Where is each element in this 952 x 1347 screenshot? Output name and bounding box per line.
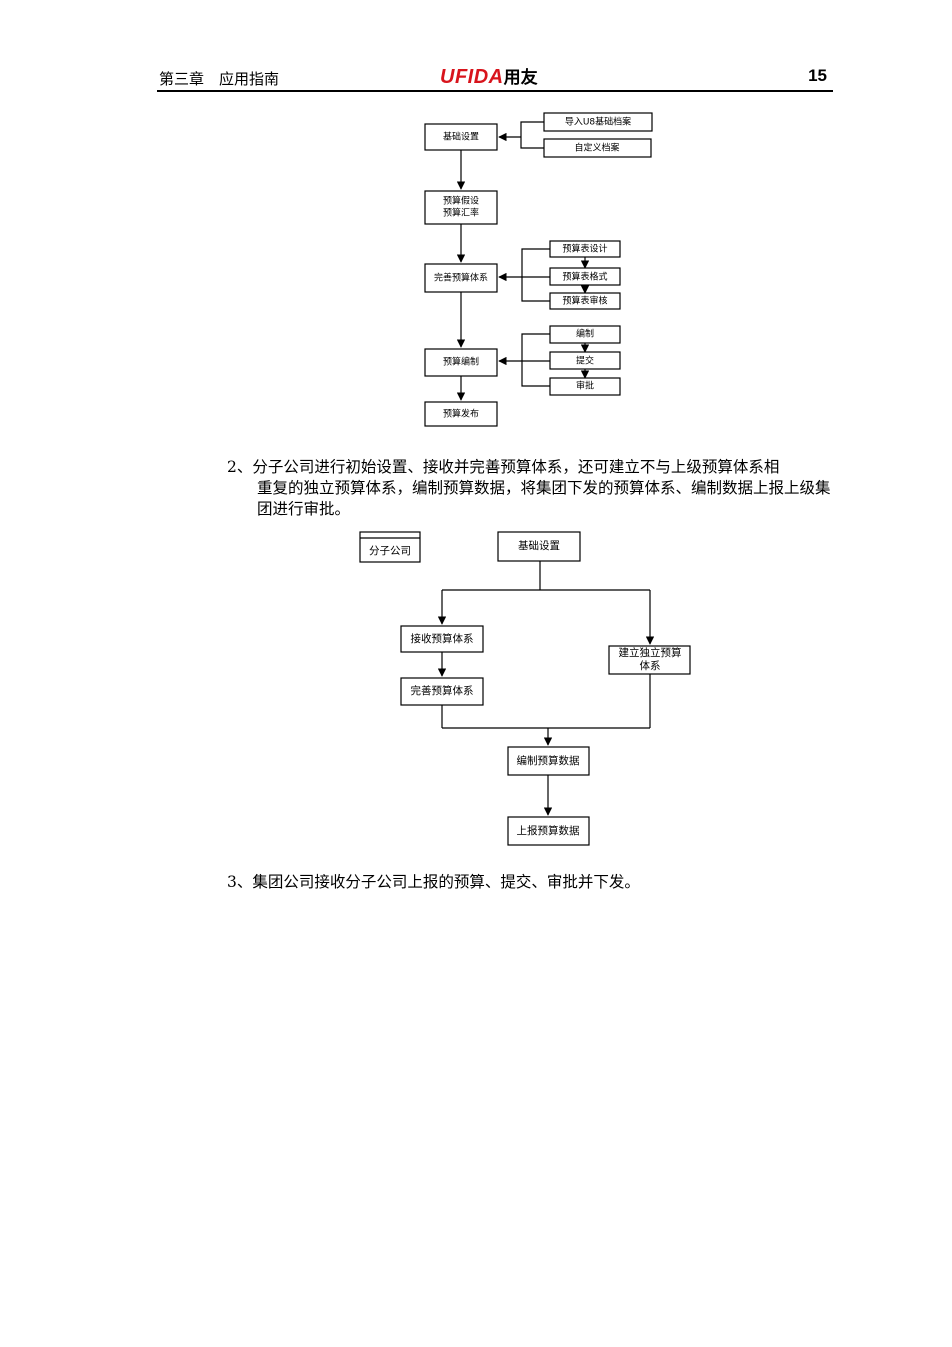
fc1-label-edit: 编制 (576, 328, 594, 340)
fc1-label-assume-2: 预算汇率 (443, 207, 479, 219)
fc1-node-approve (549, 377, 621, 396)
fc1-label-submit: 提交 (576, 355, 594, 367)
fc2-label-legend: 分子公司 (369, 545, 411, 557)
fc1-node-import (543, 112, 653, 132)
fc2-node-compile-data (507, 746, 590, 776)
fc2-legend-box (359, 531, 421, 563)
fc1-node-table-format (549, 267, 621, 286)
fc1-node-edit (549, 325, 621, 344)
logo-latin: UFIDA (440, 66, 504, 88)
fc2-label-receive: 接收预算体系 (411, 632, 474, 645)
paragraph-2: 2、分子公司进行初始设置、接收并完善预算体系，还可建立不与上级预算体系相 重复的… (227, 457, 837, 520)
fc2-label-base: 基础设置 (518, 539, 560, 552)
fc1-node-table-audit (549, 292, 621, 310)
fc2-label-compile-data: 编制预算数据 (517, 754, 580, 767)
fc1-label-approve: 审批 (576, 380, 594, 392)
fc1-node-submit (549, 351, 621, 370)
fc1-label-table-audit: 预算表审核 (562, 295, 607, 307)
fc1-node-assume (424, 190, 498, 225)
fc2-node-improve (400, 677, 484, 706)
fc2-label-improve: 完善预算体系 (411, 684, 474, 697)
logo-chinese: 用友 (503, 68, 538, 87)
chapter-title: 第三章 应用指南 (159, 70, 280, 88)
fc1-label-table-design: 预算表设计 (562, 243, 607, 255)
page-header: 第三章 应用指南 UFIDA用友 15 (157, 62, 833, 92)
fc1-label-table-format: 预算表格式 (562, 271, 607, 283)
fc1-label-base: 基础设置 (443, 131, 479, 143)
subsidiary-flowchart: 分子公司 基础设置 接收预算体系 完善预算体系 建立独立预算 体系 编制预算数据… (359, 531, 691, 846)
fc1-label-compile: 预算编制 (443, 356, 479, 368)
fc2-node-receive (400, 625, 484, 653)
fc2-label-independent-2: 体系 (640, 660, 661, 672)
fc2-node-independent (608, 645, 691, 675)
fc1-label-assume-1: 预算假设 (443, 195, 479, 207)
fc1-node-table-design (549, 240, 621, 258)
fc2-node-report-data (507, 816, 590, 846)
fc1-label-system: 完善预算体系 (434, 272, 488, 284)
fc1-label-publish: 预算发布 (443, 408, 479, 420)
fc1-label-import: 导入U8基础档案 (565, 116, 631, 128)
fc1-node-custom (543, 138, 652, 158)
fc1-node-system (424, 263, 498, 293)
fc1-label-custom: 自定义档案 (574, 142, 619, 154)
fc1-node-publish (424, 401, 498, 427)
budget-flowchart: 基础设置 导入U8基础档案 自定义档案 预算假设 预算汇率 完善预算体系 预算表… (424, 112, 653, 427)
fc2-label-independent-1: 建立独立预算 (619, 646, 682, 659)
paragraph-3: 3、集团公司接收分子公司上报的预算、提交、审批并下发。 (227, 873, 640, 891)
paragraph-2-line-1: 2、分子公司进行初始设置、接收并完善预算体系，还可建立不与上级预算体系相 (227, 458, 780, 476)
paragraph-2-rest: 重复的独立预算体系，编制预算数据，将集团下发的预算体系、编制数据上报上级集团进行… (257, 479, 831, 518)
fc2-label-report-data: 上报预算数据 (517, 824, 580, 837)
fc1-node-compile (424, 348, 498, 377)
page-number: 15 (808, 66, 827, 85)
ufida-logo: UFIDA用友 (440, 63, 538, 89)
fc2-node-base (497, 531, 581, 562)
fc1-node-base (424, 123, 498, 151)
